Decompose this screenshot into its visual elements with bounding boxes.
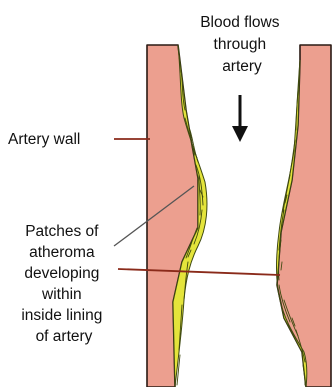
blood-flow-label-line-3: artery [222,58,262,75]
atheroma-label-line-2: atheroma [29,244,95,261]
atheroma-label-line-3: developing [24,265,99,282]
atheroma-label-line-1: Patches of [25,223,99,240]
atheroma-leader-line-right [118,269,280,275]
atheroma-label: Patches of atheroma developing within in… [21,223,106,345]
right-artery-wall [277,45,331,387]
blood-flow-label: Blood flows through artery [200,14,284,75]
atheroma-label-line-5: inside lining [21,307,102,324]
blood-flow-arrow [232,95,248,142]
atheroma-label-line-6: of artery [36,328,93,345]
blood-flow-label-line-2: through [214,36,267,53]
artery-wall-label: Artery wall [8,131,80,148]
blood-flow-label-line-1: Blood flows [200,14,280,31]
atheroma-label-line-4: within [41,286,82,303]
